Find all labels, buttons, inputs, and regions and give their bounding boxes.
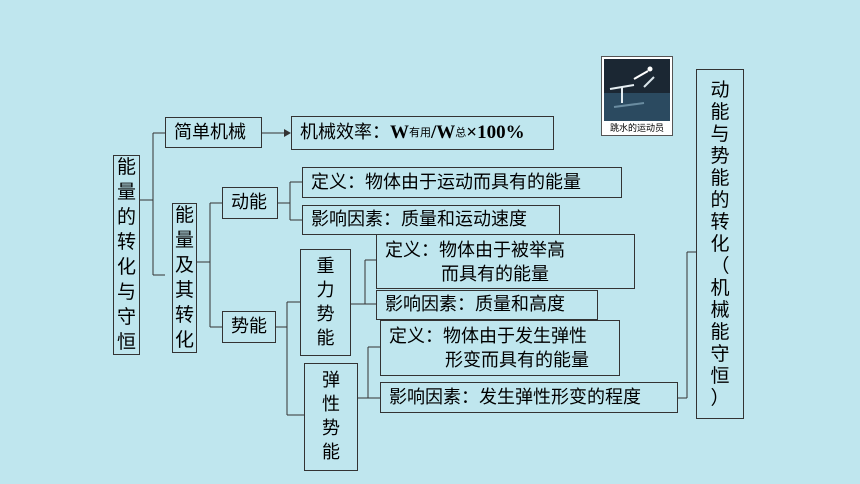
conversion-char: 恒 (710, 365, 730, 387)
simple-machine-node: 简单机械 (165, 117, 262, 148)
conversion-char: 势 (710, 145, 730, 167)
kinetic-definition: 定义：物体由于运动而具有的能量 (311, 171, 581, 193)
gravitational-node: 重 力 势 能 (300, 249, 351, 356)
diver-image: 跳水的运动员 (601, 56, 673, 136)
root-char: 恒 (116, 331, 136, 353)
diver-photo (604, 59, 670, 121)
useful-subscript: 有用 (409, 126, 431, 140)
kinetic-label: 动能 (231, 192, 267, 214)
gravitational-char: 重 (316, 255, 335, 277)
elastic-char: 势 (322, 418, 340, 439)
conversion-node: 动 能 与 势 能 的 转 化 （ 机 械 能 守 恒 ） (696, 69, 744, 419)
conversion-char: 能 (710, 321, 730, 343)
conversion-char: ） (710, 387, 730, 409)
energy-char: 及 (174, 254, 194, 276)
w-total: W (436, 121, 456, 143)
elastic-definition-line2: 形变而具有的能量 (445, 350, 589, 371)
gravitational-char: 能 (316, 327, 335, 349)
kinetic-factors: 影响因素：质量和运动速度 (311, 209, 527, 231)
w-useful: W (390, 121, 409, 143)
diver-caption: 跳水的运动员 (609, 124, 664, 134)
times-percent: ×100% (466, 121, 525, 143)
conversion-char: 能 (710, 167, 730, 189)
conversion-char: 转 (710, 211, 730, 233)
conversion-char: 守 (710, 343, 730, 365)
efficiency-label: 机械效率： (300, 122, 390, 144)
conversion-char: 化 (710, 233, 730, 255)
diver-illustration-icon (604, 59, 670, 121)
root-char: 量 (116, 181, 136, 203)
elastic-char: 性 (322, 394, 340, 415)
gravitational-factors-node: 影响因素：质量和高度 (376, 290, 598, 320)
gravitational-definition-node: 定义：物体由于被举高 而具有的能量 (376, 234, 635, 289)
root-char: 与 (116, 281, 136, 303)
conversion-char: 动 (710, 79, 730, 101)
kinetic-factors-node: 影响因素：质量和运动速度 (302, 205, 560, 235)
conversion-char: 机 (710, 277, 730, 299)
conversion-char: 能 (710, 101, 730, 123)
simple-machine-label: 简单机械 (174, 121, 246, 143)
energy-char: 能 (174, 204, 194, 226)
elastic-factors-node: 影响因素：发生弹性形变的程度 (380, 382, 678, 413)
energy-char: 化 (174, 329, 194, 351)
total-subscript: 总 (455, 126, 467, 140)
gravitational-char: 势 (316, 303, 335, 325)
root-char: 转 (116, 231, 136, 253)
conversion-char: 的 (710, 189, 730, 211)
elastic-char: 能 (322, 442, 340, 463)
elastic-definition-line1: 定义：物体由于发生弹性 (389, 326, 587, 347)
root-char: 守 (116, 306, 136, 328)
root-node: 能 量 的 转 化 与 守 恒 (113, 155, 140, 355)
slash: / (431, 121, 437, 143)
energy-char: 转 (174, 304, 194, 326)
root-char: 能 (116, 156, 136, 178)
elastic-definition-node: 定义：物体由于发生弹性 形变而具有的能量 (380, 320, 620, 376)
gravitational-char: 力 (316, 279, 335, 301)
kinetic-definition-node: 定义：物体由于运动而具有的能量 (302, 167, 622, 198)
energy-conversion-node: 能 量 及 其 转 化 (172, 203, 197, 353)
potential-node: 势能 (222, 311, 276, 343)
energy-char: 其 (174, 279, 194, 301)
energy-char: 量 (174, 229, 194, 251)
conversion-char: 与 (710, 123, 730, 145)
conversion-char: （ (710, 255, 730, 277)
elastic-node: 弹 性 势 能 (304, 363, 358, 471)
kinetic-node: 动能 (222, 187, 278, 219)
root-char: 化 (116, 256, 136, 278)
gravitational-definition-line1: 定义：物体由于被举高 (385, 240, 565, 261)
gravitational-definition-line2: 而具有的能量 (441, 264, 549, 285)
elastic-factors: 影响因素：发生弹性形变的程度 (389, 386, 641, 408)
conversion-char: 械 (710, 299, 730, 321)
elastic-char: 弹 (322, 370, 340, 391)
root-char: 的 (116, 206, 136, 228)
gravitational-factors: 影响因素：质量和高度 (385, 294, 565, 316)
potential-label: 势能 (231, 316, 267, 338)
